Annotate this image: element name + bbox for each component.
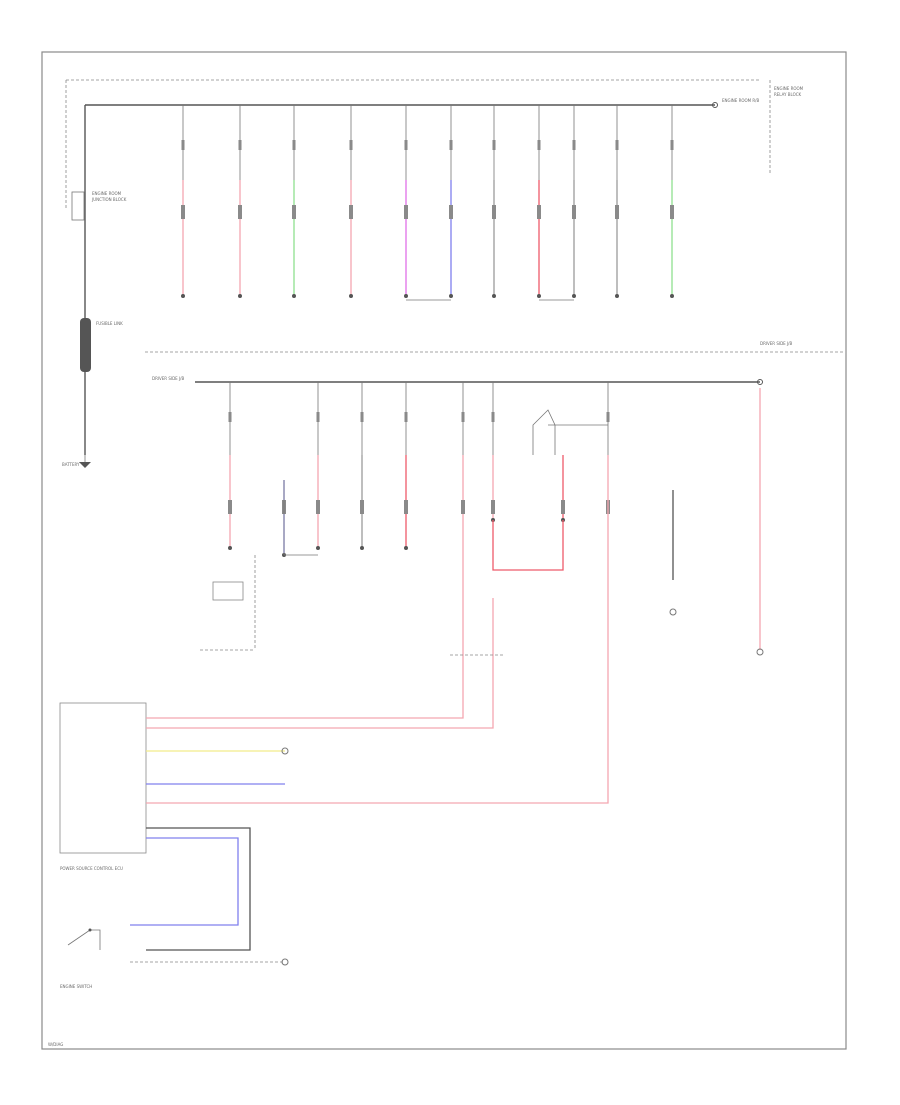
- terminal-ground: [669, 608, 677, 616]
- terminal-engine-switch: [281, 958, 289, 966]
- diagram-frame: [41, 51, 847, 1050]
- terminal-yellow: [281, 747, 289, 755]
- lower-splice-1: [228, 546, 232, 550]
- upper-splice-2: [238, 294, 242, 298]
- fusible-link-box: [71, 191, 85, 221]
- lower-left-subbox: [200, 555, 256, 651]
- fusible-link-symbol: [80, 318, 91, 372]
- upper-box-caption-2: RELAY BLOCK: [774, 92, 802, 97]
- fuse-symbol: [491, 412, 495, 422]
- ecu-box: [59, 702, 147, 854]
- fuse-symbol: [228, 412, 232, 422]
- upper-bus-terminal: [712, 102, 718, 108]
- ecu-wire-loop-black: [146, 827, 251, 951]
- fuse-symbol: [316, 412, 320, 422]
- driver-side-jb-caption: DRIVER SIDE J/B: [760, 341, 792, 346]
- engine-switch-symbol: [67, 928, 101, 950]
- upper-connector-11: [670, 205, 674, 219]
- upper-connector-10: [615, 205, 619, 219]
- ecu-label: POWER SOURCE CONTROL ECU: [60, 866, 123, 871]
- fuse-symbol: [615, 140, 619, 150]
- lower-bus-left-label: DRIVER SIDE J/B: [152, 376, 184, 381]
- fuse-symbol: [461, 412, 465, 422]
- terminal-right-lower: [756, 648, 764, 656]
- upper-splice-6: [449, 294, 453, 298]
- page-ref: W/DIAG: [48, 1042, 63, 1047]
- engine-switch-label: ENGINE SWITCH: [60, 984, 92, 989]
- engine-room-jb-label-1: ENGINE ROOM: [92, 191, 122, 196]
- lower-splice-3: [316, 546, 320, 550]
- lower-connector-4: [360, 500, 364, 514]
- fuse-symbol: [670, 140, 674, 150]
- lower-connector-8: [561, 500, 565, 514]
- upper-splice-5: [404, 294, 408, 298]
- ecu-wire-2: [146, 598, 494, 729]
- fuse-symbol: [349, 140, 353, 150]
- upper-splice-9: [572, 294, 576, 298]
- relay-switch-symbol: [532, 409, 608, 455]
- ground-symbol: [79, 455, 91, 468]
- fuse-symbol: [449, 140, 453, 150]
- upper-bus-terminal-label: ENGINE ROOM R/B: [722, 98, 760, 103]
- ecu-wire-pink: [146, 470, 609, 804]
- fuse-symbol: [572, 140, 576, 150]
- upper-splice-10: [615, 294, 619, 298]
- upper-connector-1: [181, 205, 185, 219]
- upper-connector-5: [404, 205, 408, 219]
- fuse-symbol: [360, 412, 364, 422]
- upper-connector-3: [292, 205, 296, 219]
- fuse-symbol: [181, 140, 185, 150]
- upper-connector-2: [238, 205, 242, 219]
- upper-connector-6: [449, 205, 453, 219]
- fuse-symbol: [492, 140, 496, 150]
- upper-connector-4: [349, 205, 353, 219]
- upper-connector-7: [492, 205, 496, 219]
- upper-box-caption-1: ENGINE ROOM: [774, 86, 804, 91]
- lower-left-component: [212, 581, 244, 601]
- fuse-symbol: [292, 140, 296, 150]
- fuse-symbol: [404, 140, 408, 150]
- lower-connector-5: [404, 500, 408, 514]
- upper-splice-4: [349, 294, 353, 298]
- fuse-symbol: [606, 412, 610, 422]
- fuse-symbol: [404, 412, 408, 422]
- lower-bus-terminal: [757, 379, 763, 385]
- lower-connector-3: [316, 500, 320, 514]
- upper-splice-8: [537, 294, 541, 298]
- ecu-wire-1: [146, 598, 464, 719]
- upper-splice-1: [181, 294, 185, 298]
- upper-connector-9: [572, 205, 576, 219]
- battery-label: BATTERY: [62, 462, 80, 467]
- engine-room-jb-label-2: JUNCTION BLOCK: [91, 197, 127, 202]
- lower-splice-4: [360, 546, 364, 550]
- fusible-link-label: FUSIBLE LINK: [96, 321, 123, 326]
- engine-room-box-outline: [65, 79, 771, 210]
- upper-splice-11: [670, 294, 674, 298]
- upper-connector-8: [537, 205, 541, 219]
- upper-splice-7: [492, 294, 496, 298]
- lower-splice-5: [404, 546, 408, 550]
- fuse-symbol: [537, 140, 541, 150]
- upper-splice-3: [292, 294, 296, 298]
- fuse-symbol: [238, 140, 242, 150]
- ecu-wire-loop-blue: [130, 837, 239, 926]
- lower-connector-6: [461, 500, 465, 514]
- relay-loop-wire: [492, 520, 564, 571]
- lower-connector-1: [228, 500, 232, 514]
- lower-connector-7: [491, 500, 495, 514]
